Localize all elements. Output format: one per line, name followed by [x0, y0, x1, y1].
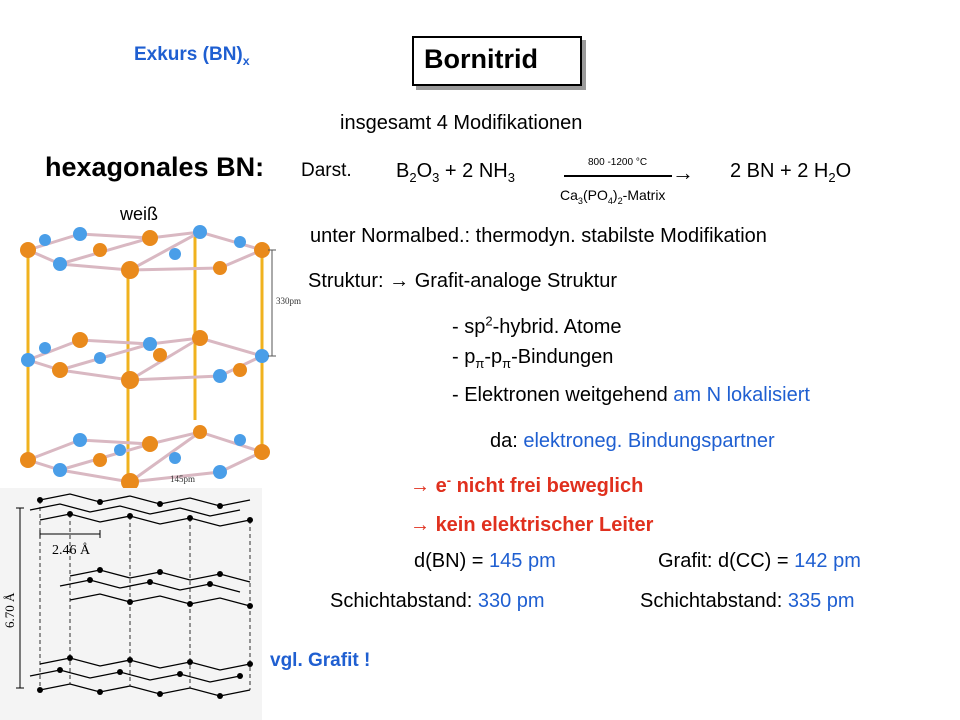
normal-conditions-text: unter Normalbed.: thermodyn. stabilste M…: [310, 225, 767, 247]
bond-length-label: 145pm: [170, 474, 195, 484]
hbn-crystal-figure: 330pm 145pm: [20, 225, 301, 490]
exkurs-label: Exkurs (BN)x: [134, 44, 250, 68]
graphite-layer-top: [29, 493, 251, 527]
section-title: hexagonales BN:: [45, 152, 265, 182]
synthesis-label: Darst.: [301, 160, 352, 181]
arrow-right-icon: →: [672, 160, 694, 185]
bn-bond-length: d(BN) = 145 pm: [414, 550, 556, 572]
slide-title: Bornitrid: [424, 44, 538, 74]
boron-atoms: [20, 230, 270, 490]
lattice-c-label: 6.70 Å: [2, 592, 17, 628]
dimension-marks: [268, 249, 276, 357]
graphite-layer-bottom: [29, 657, 251, 697]
slide-title-box: Bornitrid: [412, 36, 582, 86]
graphite-layer-figure: 2.46 Å 6.70 Å: [0, 488, 262, 720]
arrow-right-icon: →: [410, 475, 430, 497]
reason-text: da: elektroneg. Bindungspartner: [490, 430, 775, 452]
conclusion-electrons: → e- nicht frei beweglich: [410, 472, 644, 497]
intro-text: insgesamt 4 Modifikationen: [340, 112, 583, 134]
conclusion-conductor: → kein elektrischer Leiter: [410, 514, 654, 536]
compare-graphite-note: vgl. Grafit !: [270, 650, 371, 671]
reactants: B2O3 + 2 NH3: [396, 160, 515, 185]
reaction-matrix: Ca3(PO4)2-Matrix: [560, 187, 666, 206]
reaction-condition: 800 -1200 °C: [588, 157, 648, 168]
reaction-arrow-line: [564, 175, 672, 177]
arrow-right-icon: →: [410, 514, 430, 536]
vertical-guides: [39, 500, 251, 690]
cc-layer-distance: Schichtabstand: 335 pm: [640, 590, 855, 612]
color-label: weiß: [120, 204, 159, 224]
electrons-text: - Elektronen weitgehend am N lokalisiert: [452, 384, 810, 406]
ppi-bond-text: - pπ-pπ-Bindungen: [452, 346, 614, 371]
nitrogen-atoms: [21, 225, 269, 479]
bn-layer-distance: Schichtabstand: 330 pm: [330, 590, 545, 612]
lattice-dimension-marks: [16, 507, 101, 689]
sp2-text: - sp2-hybrid. Atome: [452, 313, 622, 338]
arrow-right-icon: →: [389, 270, 410, 292]
layer-distance-label: 330pm: [276, 296, 301, 306]
lattice-a-label: 2.46 Å: [52, 542, 91, 558]
products: 2 BN + 2 H2O: [730, 160, 852, 185]
cc-bond-length: Grafit: d(CC) = 142 pm: [658, 550, 861, 572]
structure-text: Struktur: → Grafit-analoge Struktur: [308, 270, 618, 292]
